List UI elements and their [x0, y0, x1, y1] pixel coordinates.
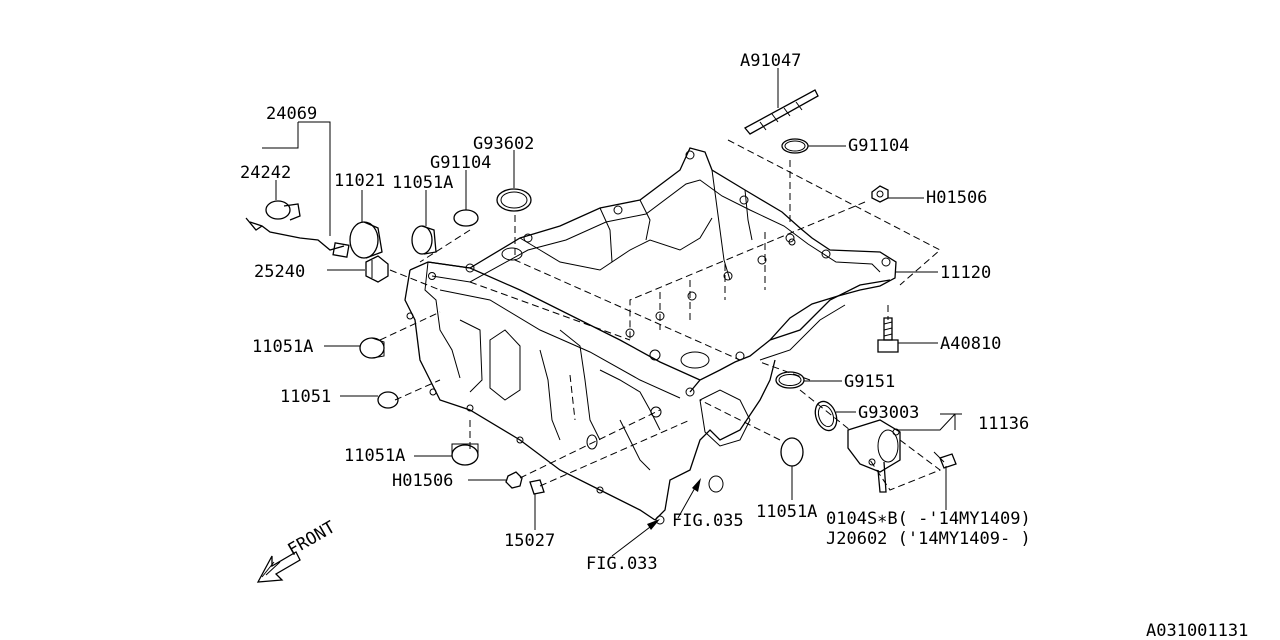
- label-a91047: A91047: [740, 51, 801, 71]
- label-fig035: FIG.035: [672, 511, 744, 531]
- label-h01506-top: H01506: [926, 188, 987, 208]
- label-11051a-left: 11051A: [252, 337, 313, 357]
- label-g93602: G93602: [473, 134, 534, 154]
- clip-24242: [265, 200, 301, 221]
- label-h01506-bottom: H01506: [392, 471, 453, 491]
- plug-11051: [377, 391, 399, 409]
- label-fig033: FIG.033: [586, 554, 658, 574]
- label-0104s: 0104S∗B( -'14MY1409): [826, 509, 1031, 529]
- label-11136: 11136: [978, 414, 1029, 434]
- nut-h01506-top: [871, 185, 889, 203]
- plug-11051a-right: [780, 437, 804, 467]
- label-a40810: A40810: [940, 334, 1001, 354]
- label-g91104-left: G91104: [430, 153, 491, 173]
- label-11021: 11021: [334, 171, 385, 191]
- bolt-a40810: [877, 317, 899, 353]
- leader-lines: [262, 68, 962, 557]
- gasket-g93602: [496, 188, 532, 212]
- callout-labels: A91047 G91104 H01506 11120 A40810 G9151 …: [240, 51, 1248, 640]
- sensor-11021: [349, 221, 383, 259]
- label-25240: 25240: [254, 262, 305, 282]
- pipe-11136: [847, 419, 901, 493]
- o-ring-g9151: [775, 371, 805, 389]
- stud-a91047: [743, 89, 819, 135]
- label-11051a-right: 11051A: [756, 502, 817, 522]
- label-j20602: J20602 ('14MY1409- ): [826, 529, 1031, 549]
- label-15027: 15027: [504, 531, 555, 551]
- gasket-g93003: [814, 400, 838, 432]
- plug-11051a-top: [411, 225, 437, 255]
- label-11051a-top: 11051A: [392, 173, 453, 193]
- label-g93003: G93003: [858, 403, 919, 423]
- label-g9151: G9151: [844, 372, 895, 392]
- bolt-0104s: [933, 451, 957, 469]
- o-ring-g91104-left: [453, 209, 479, 227]
- label-diagram-ref: A031001131: [1146, 621, 1248, 640]
- label-front: FRONT: [285, 517, 339, 560]
- o-ring-g91104-right: [781, 138, 809, 154]
- nut-h01506-bottom: [505, 471, 523, 489]
- front-arrow: [256, 551, 301, 583]
- harness-24069: [245, 217, 350, 258]
- label-24242: 24242: [240, 163, 291, 183]
- label-24069: 24069: [266, 104, 317, 124]
- plug-15027: [529, 479, 545, 495]
- sensor-25240: [365, 255, 389, 283]
- label-11120: 11120: [940, 263, 991, 283]
- plug-11051a-left: [359, 337, 385, 359]
- label-11051a-bottom: 11051A: [344, 446, 405, 466]
- plug-11051a-bottom: [451, 443, 479, 466]
- label-g91104-right: G91104: [848, 136, 909, 156]
- label-11051: 11051: [280, 387, 331, 407]
- oil-pan-drawing: [404, 147, 897, 525]
- assembly-guide-lines: [379, 139, 942, 491]
